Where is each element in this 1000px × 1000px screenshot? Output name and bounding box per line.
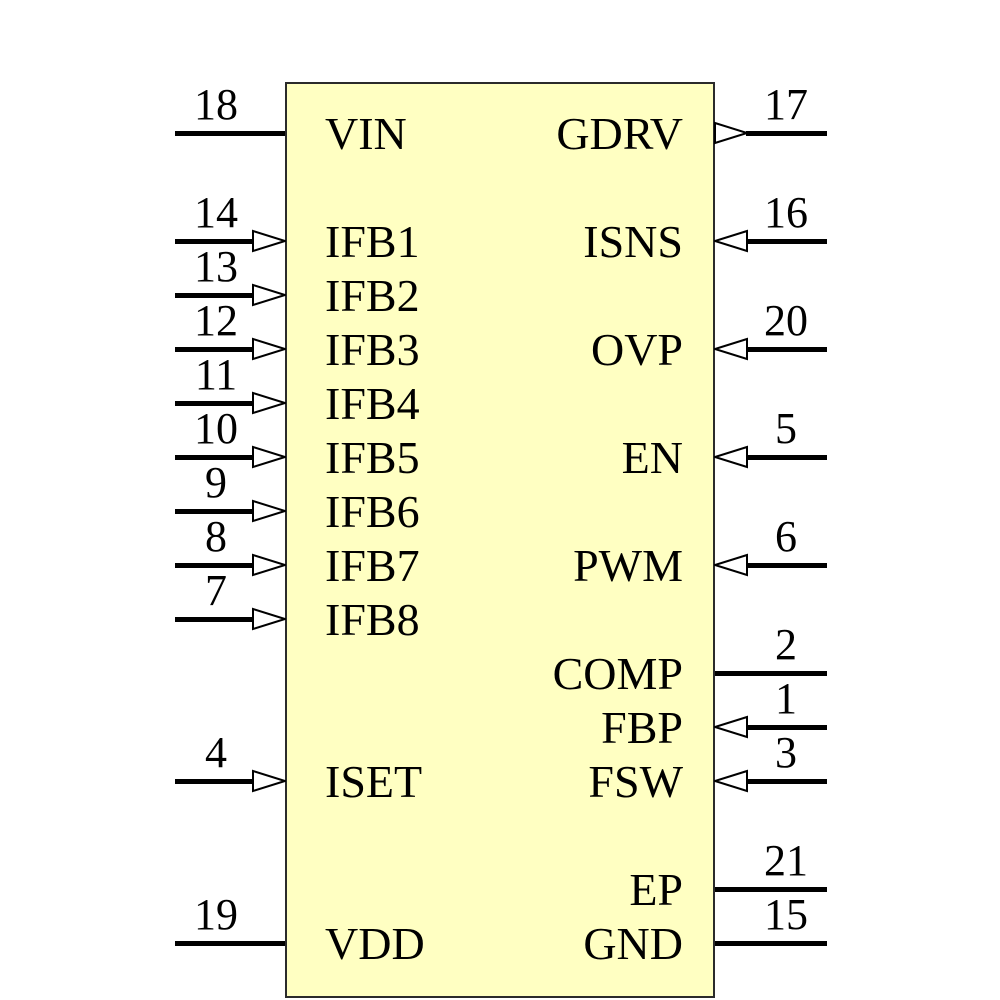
pin-number: 11 — [194, 350, 238, 399]
pin-arrow-in-icon — [252, 499, 286, 523]
pin-label: IFB2 — [325, 270, 420, 321]
pin-arrow-in-icon — [252, 553, 286, 577]
pin-label: IFB7 — [325, 540, 420, 591]
pin-number: 14 — [194, 188, 238, 237]
pin-line — [746, 725, 827, 730]
pin-label: EP — [629, 864, 683, 915]
pin-number: 13 — [194, 242, 238, 291]
pin-label: OVP — [590, 324, 683, 375]
pin-number: 5 — [775, 404, 797, 453]
pin-label: VIN — [325, 108, 407, 159]
pin-number: 20 — [764, 296, 808, 345]
pin-arrow-in-icon — [714, 229, 748, 253]
pin-line — [175, 617, 253, 622]
pin-line — [715, 671, 827, 676]
pin-number: 10 — [194, 404, 238, 453]
pin-number: 16 — [764, 188, 808, 237]
pin-line — [746, 239, 827, 244]
pin-arrow-in-icon — [714, 715, 748, 739]
pin-label: IFB4 — [325, 378, 420, 429]
pin-arrow-in-icon — [252, 607, 286, 631]
pin-number: 18 — [194, 80, 238, 129]
chip-body — [285, 82, 715, 998]
pin-number: 15 — [764, 890, 808, 939]
pin-line — [175, 779, 253, 784]
pin-line — [175, 941, 285, 946]
pin-number: 21 — [764, 836, 808, 885]
pin-arrow-out-icon — [714, 121, 748, 145]
pin-number: 1 — [775, 674, 797, 723]
pin-arrow-in-icon — [252, 769, 286, 793]
pin-line — [175, 239, 253, 244]
pin-line — [175, 509, 253, 514]
pin-label: VDD — [325, 918, 425, 969]
pin-label: ISNS — [583, 216, 683, 267]
pin-arrow-in-icon — [252, 391, 286, 415]
pin-label: PWM — [573, 540, 683, 591]
pin-number: 2 — [775, 620, 797, 669]
pin-label: ISET — [325, 756, 423, 807]
pin-label: COMP — [552, 648, 683, 699]
pin-number: 7 — [205, 566, 227, 615]
pin-label: IFB3 — [325, 324, 420, 375]
pin-arrow-in-icon — [714, 445, 748, 469]
pin-arrow-in-icon — [252, 445, 286, 469]
pin-arrow-in-icon — [252, 337, 286, 361]
pin-label: IFB6 — [325, 486, 420, 537]
pin-line — [746, 347, 827, 352]
pin-arrow-in-icon — [252, 229, 286, 253]
pin-arrow-in-icon — [252, 283, 286, 307]
pin-label: GDRV — [556, 108, 683, 159]
pin-number: 19 — [194, 890, 238, 939]
pin-label: IFB5 — [325, 432, 420, 483]
pin-label: FBP — [601, 702, 683, 753]
pin-arrow-in-icon — [714, 553, 748, 577]
pin-line — [715, 941, 827, 946]
pin-line — [175, 401, 253, 406]
pin-number: 12 — [194, 296, 238, 345]
pin-number: 9 — [205, 458, 227, 507]
pin-line — [746, 131, 827, 136]
pin-line — [175, 293, 253, 298]
pin-number: 4 — [205, 728, 227, 777]
pin-label: GND — [583, 918, 683, 969]
pin-label: EN — [621, 432, 683, 483]
pin-line — [715, 887, 827, 892]
pin-number: 3 — [775, 728, 797, 777]
pin-line — [175, 347, 253, 352]
pin-arrow-in-icon — [714, 769, 748, 793]
pin-line — [175, 131, 285, 136]
pin-line — [746, 779, 827, 784]
pin-line — [746, 563, 827, 568]
pin-number: 6 — [775, 512, 797, 561]
pin-number: 17 — [764, 80, 808, 129]
pin-number: 8 — [205, 512, 227, 561]
pin-line — [175, 563, 253, 568]
pin-label: FSW — [588, 756, 683, 807]
pin-label: IFB8 — [325, 594, 420, 645]
pin-arrow-in-icon — [714, 337, 748, 361]
pin-label: IFB1 — [325, 216, 420, 267]
pin-line — [746, 455, 827, 460]
pin-line — [175, 455, 253, 460]
